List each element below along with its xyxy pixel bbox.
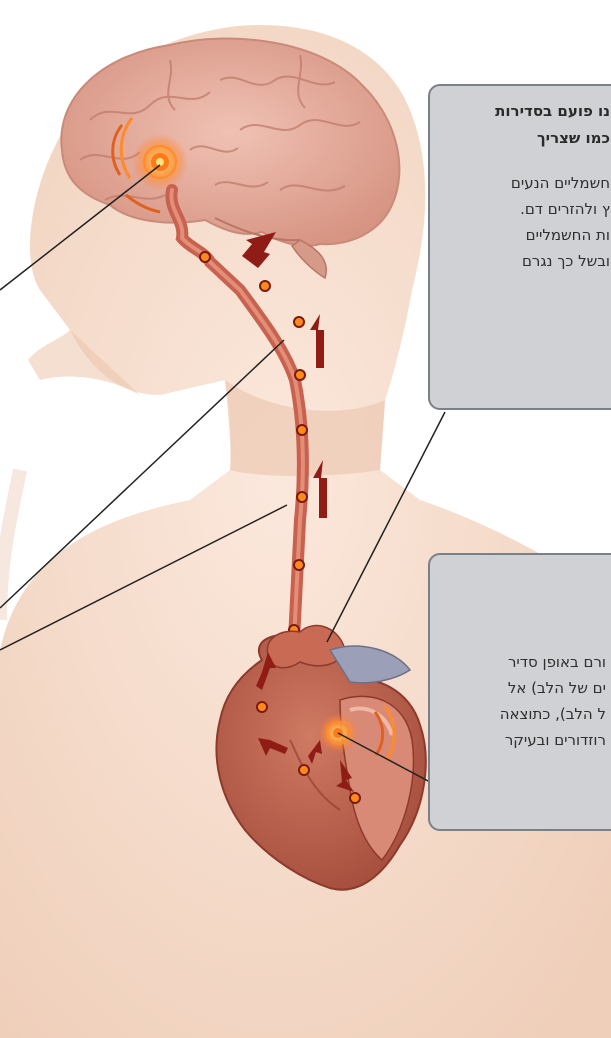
heart-node (257, 702, 267, 712)
nerve-node (200, 252, 210, 262)
callout-top-body-line-1: חשמליים הנעים (430, 170, 610, 196)
callout-top-body-line-3: ות החשמליים (430, 222, 610, 248)
callout-top-body-line-4: ובשל כך נגרם (430, 248, 610, 274)
heart-node (299, 765, 309, 775)
callout-top-title-line-2: כמו שצריך (430, 125, 610, 152)
callout-bottom: ורם באופן סדיר ים של הלב) אל ל הלב), כתו… (428, 553, 611, 831)
callout-top-title-line-1: נו פועם בסדירות (430, 98, 610, 125)
nerve-node (295, 370, 305, 380)
callout-top: נו פועם בסדירות כמו שצריך חשמליים הנעים … (428, 84, 611, 410)
callout-bottom-body-line-1: ורם באופן סדיר (430, 649, 606, 675)
nerve-node (294, 317, 304, 327)
callout-bottom-body-line-4: רוזדורים ובעיקר (430, 727, 606, 753)
nerve-node (260, 281, 270, 291)
callout-top-body-line-2: ץ ולהזרים דם. (430, 196, 610, 222)
nerve-node (294, 560, 304, 570)
nerve-node (297, 492, 307, 502)
heart-node (350, 793, 360, 803)
nerve-node (297, 425, 307, 435)
callout-bottom-body-line-2: ים של הלב) אל (430, 675, 606, 701)
callout-bottom-body-line-3: ל הלב), כתוצאה (430, 701, 606, 727)
